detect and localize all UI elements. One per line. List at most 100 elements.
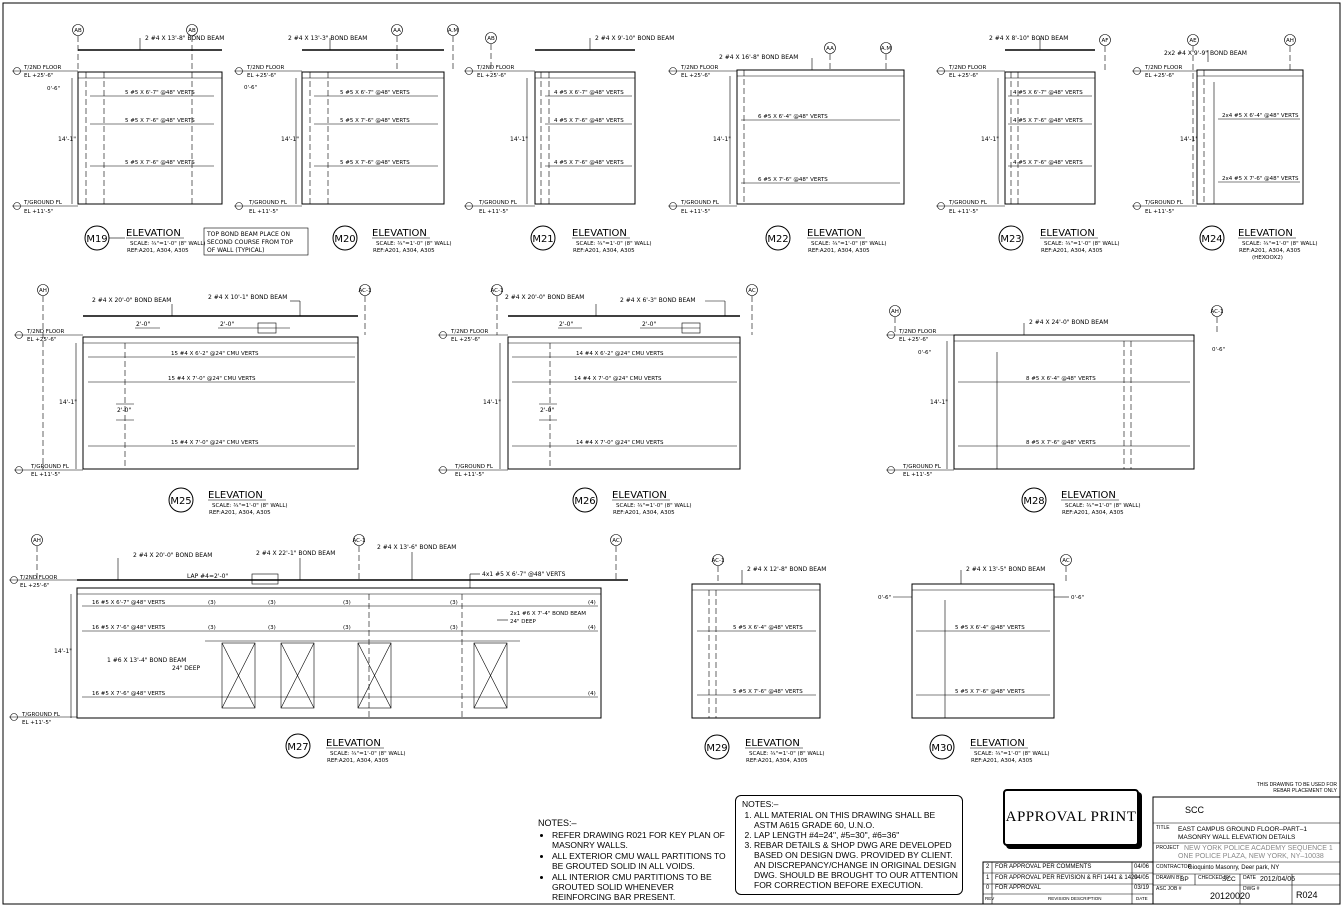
height-dim: 14'-1" [930,399,948,406]
svg-text:EL +11'-5": EL +11'-5" [31,472,60,478]
view-refs: REF:A201, A304, A305 [127,248,189,254]
svg-text:EL +11'-5": EL +11'-5" [1145,209,1174,215]
view-id: M20 [334,234,355,245]
level-marker-floor: T/2ND FLOOR EL +25'-6" [886,329,954,343]
bond-beam-label: 2 #4 X 9'-10" BOND BEAM [595,35,674,42]
level-marker-floor: T/2ND FLOOR EL +25'-6" [14,329,83,343]
notes-heading: NOTES:– [742,799,779,809]
bond-beam-depth: 24" DEEP [510,619,536,625]
height-dim: 14'-1" [58,136,76,143]
svg-text:(3): (3) [450,625,458,631]
rebar-label: 4 #5 X 7'-6" @48" VERTS [1013,160,1083,166]
revision-number: 2 [986,864,990,870]
view-scale: SCALE: ¾"=1'-0" (8" WALL) [811,241,887,247]
view-title: ELEVATION [126,228,181,239]
bond-beam-label: 2x1 #6 X 7'-4" BOND BEAM [510,611,586,617]
svg-text:EL +11'-5": EL +11'-5" [22,720,51,726]
grid-label: AC-1 [712,558,725,564]
svg-text:EL +25'-6": EL +25'-6" [24,73,53,79]
level-marker-ground: T/GROUND FL EL +11'-5" [886,464,954,478]
rebar-label: 8 #5 X 7'-6" @48" VERTS [1026,440,1096,446]
rebar-label: 2x4 #5 X 6'-4" @48" VERTS [1222,113,1299,119]
dim-label: 2'-0" [117,407,131,414]
elevation-m23: AF 2 #4 X 8'-10" BOND BEAM 4 #5 X 6'-7" … [936,34,1120,254]
svg-text:EL +11'-5": EL +11'-5" [479,209,508,215]
note-item: ALL EXTERIOR CMU WALL PARTITIONS TO BE G… [552,851,728,871]
rebar-label: 5 #5 X 6'-7" @48" VERTS [340,90,410,96]
svg-text:T/GROUND FL: T/GROUND FL [478,200,518,206]
svg-text:T/GROUND FL: T/GROUND FL [948,200,988,206]
level-marker-floor: T/2ND FLOOR EL +25'-6" [464,65,535,79]
elevation-m26: AC-1 AC 2 #4 X 20'-0" BOND BEAM 2 #4 X 6… [438,284,758,516]
svg-text:T/2ND FLOOR: T/2ND FLOOR [898,329,936,335]
offset-dim: 0'-6" [1071,595,1084,601]
dim-label: 2'-0" [136,321,150,328]
svg-text:T/GROUND FL: T/GROUND FL [30,464,70,470]
svg-text:T/2ND FLOOR: T/2ND FLOOR [26,329,64,335]
grid-label: AB [188,28,196,34]
svg-text:T/2ND FLOOR: T/2ND FLOOR [450,329,488,335]
grid-label: A.M [881,46,891,52]
grid-bubble [72,24,84,36]
grid-label: AH [39,288,47,294]
grid-label: AA [393,28,401,34]
rebar-label: 5 #5 X 7'-6" @48" VERTS [340,118,410,124]
svg-text:EL +11'-5": EL +11'-5" [681,209,710,215]
rebar-label: 4x1 #5 X 6'-7" @48" VERTS [482,571,566,578]
bond-beam-label: 2 #4 X 22'-1" BOND BEAM [256,550,335,557]
rebar-label: 15 #4 X 7'-0" @24" CMU VERTS [168,376,256,382]
level-marker-ground: T/GROUND FL EL +11'-5" [936,200,1005,215]
grid-label: AH [891,309,899,315]
rebar-label: 16 #5 X 7'-6" @48" VERTS [92,691,166,697]
level-marker-ground: T/GROUND FL EL +11'-5" [668,200,737,215]
bond-beam-label: 2 #4 X 10'-1" BOND BEAM [208,294,287,301]
bond-beam-label: 2x2 #4 X 9'-9" BOND BEAM [1164,50,1247,57]
view-id: M21 [532,234,553,245]
rebar-label: 14 #4 X 7'-0" @24" CMU VERTS [574,376,662,382]
svg-text:SECOND COURSE FROM TOP: SECOND COURSE FROM TOP [207,239,293,246]
height-dim: 14'-1" [483,399,501,406]
bond-beam-label: 2 #4 X 16'-8" BOND BEAM [719,54,798,61]
svg-text:EL +25'-6": EL +25'-6" [1145,73,1174,79]
rebar-label: 5 #5 X 7'-6" @48" VERTS [125,118,195,124]
bond-beam-label: 2 #4 X 13'-6" BOND BEAM [377,544,456,551]
job-label: ASC JOB # [1156,886,1182,892]
drawing-number: R024 [1296,890,1318,900]
note-item: ALL MATERIAL ON THIS DRAWING SHALL BE AS… [754,810,958,830]
dim-label: 2'-0" [220,321,234,328]
level-marker-ground: T/GROUND FL EL +11'-5" [438,464,508,478]
view-id: M26 [574,496,595,507]
revision-description: FOR APPROVAL [995,885,1041,891]
checked-by-label: CHECKED BY [1198,875,1231,881]
view-refs: REF:A201, A304, A305 [1062,510,1124,516]
svg-text:TOP BOND BEAM PLACE ON: TOP BOND BEAM PLACE ON [206,231,290,238]
view-title: ELEVATION [612,490,667,501]
general-notes-left: NOTES:– REFER DRAWING R021 FOR KEY PLAN … [538,818,728,903]
bond-beam-label: 2 #4 X 6'-3" BOND BEAM [620,297,696,304]
grid-label: AH [33,538,41,544]
svg-text:T/GROUND FL: T/GROUND FL [680,200,720,206]
grid-label: AC-1 [353,538,366,544]
view-title: ELEVATION [970,738,1025,749]
description-column-label: REVISION DESCRIPTION [1048,896,1102,901]
opening-1 [221,642,256,709]
height-dim: 14'-1" [510,136,528,143]
level-marker-ground: T/GROUND FL EL +11'-5" [12,200,78,215]
dwg-label: DWG # [1243,886,1260,892]
count-label: (4) [588,600,596,606]
elevation-m22: AA A.M 2 #4 X 16'-8" BOND BEAM 6 #5 X 6'… [668,42,905,254]
svg-text:T/GROUND FL: T/GROUND FL [21,712,61,718]
view-id: M25 [170,496,191,507]
view-title: ELEVATION [572,228,627,239]
drawing-title-1: EAST CAMPUS GROUND FLOOR–PART–1 [1178,826,1307,833]
height-dim: 14'-1" [981,136,999,143]
svg-text:OF WALL (TYPICAL): OF WALL (TYPICAL) [207,247,264,254]
view-refs: REF:A201, A304, A305 [373,248,435,254]
view-refs: REF:A201, A304, A305 [808,248,870,254]
svg-text:EL +25'-6": EL +25'-6" [451,337,480,343]
svg-text:T/GROUND FL: T/GROUND FL [23,200,63,206]
svg-text:EL +25'-6": EL +25'-6" [681,73,710,79]
view-scale: SCALE: ¾"=1'-0" (8" WALL) [576,241,652,247]
svg-text:T/2ND FLOOR: T/2ND FLOOR [23,65,61,71]
view-id: M28 [1023,496,1044,507]
